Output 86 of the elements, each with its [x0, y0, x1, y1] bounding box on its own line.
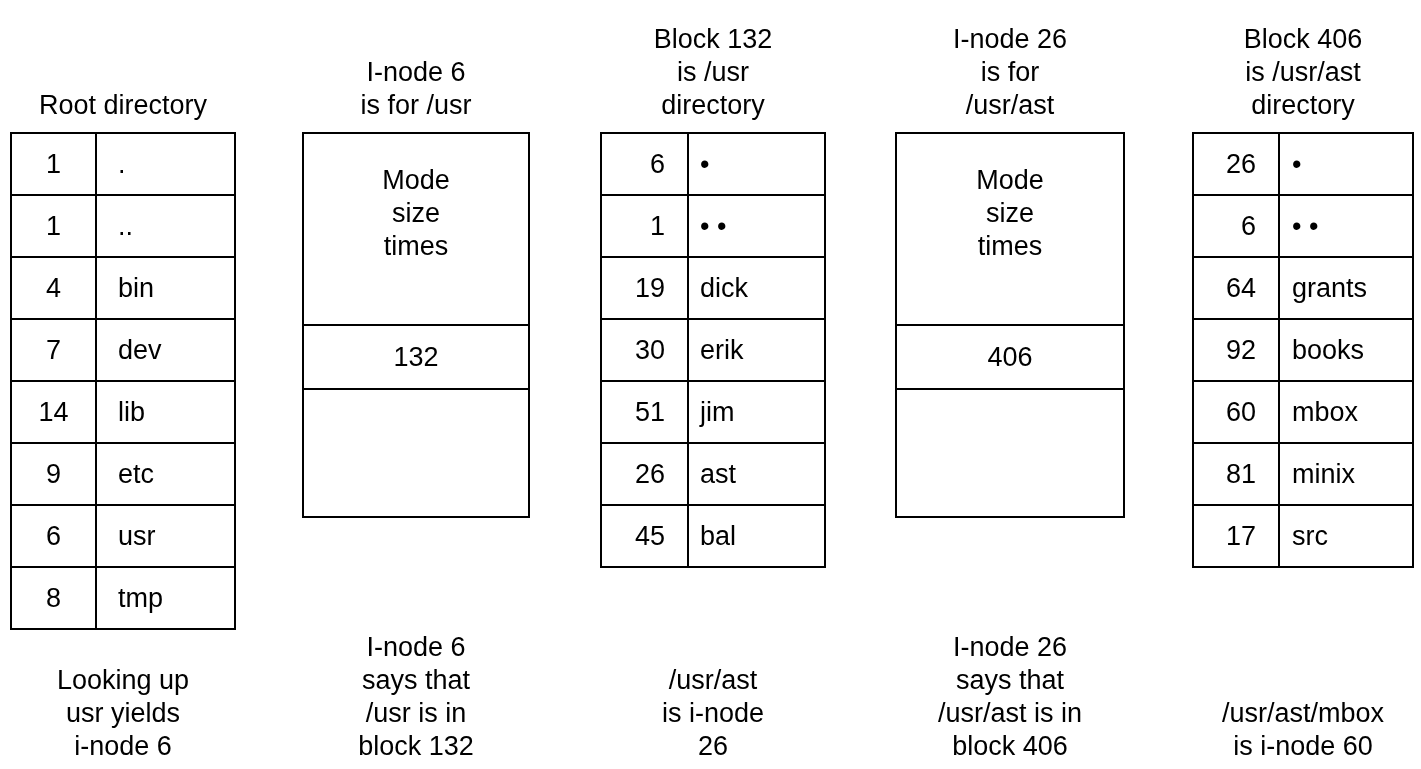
inode-field [895, 324, 1125, 390]
table-row [600, 132, 826, 196]
inode-number: 30 [634, 334, 665, 366]
table-row [600, 442, 826, 506]
table-row [1192, 380, 1414, 444]
inode-number: 26 [634, 458, 665, 490]
inode-number: 9 [46, 458, 61, 490]
file-name: • • [1292, 210, 1319, 242]
file-name: erik [700, 334, 744, 366]
inode-number: 17 [1225, 520, 1256, 552]
table-row [10, 504, 236, 568]
inode-number: 19 [634, 272, 665, 304]
file-name: .. [118, 210, 133, 242]
table-row [1192, 318, 1414, 382]
table-row [1192, 442, 1414, 506]
file-name: minix [1292, 458, 1355, 490]
inode-number: 26 [1225, 148, 1256, 180]
file-name: ast [700, 458, 737, 490]
inode-number: 6 [1240, 210, 1256, 242]
table-heading: Block 132 is /usr directory [652, 23, 774, 122]
inode-number: 60 [1225, 396, 1256, 428]
inode-field [895, 132, 1125, 326]
table-row [10, 380, 236, 444]
caption-text: I-node 6 says that /usr is in block 132 [357, 631, 475, 763]
table-row [10, 132, 236, 196]
inode-number: 6 [649, 148, 665, 180]
inode-number: 6 [46, 520, 61, 552]
table-row [1192, 504, 1414, 568]
table-row [600, 256, 826, 320]
file-name: lib [118, 396, 145, 428]
file-name: bal [700, 520, 737, 552]
inode-number: 8 [46, 582, 61, 614]
empty-block [895, 388, 1125, 518]
caption-text: I-node 26 says that /usr/ast is in block 406 [936, 631, 1084, 763]
table-row [600, 318, 826, 382]
file-name: . [118, 148, 126, 180]
file-name: bin [118, 272, 155, 304]
empty-block [302, 388, 530, 518]
table-heading: Root directory [38, 89, 208, 122]
table-row [10, 442, 236, 506]
file-name: books [1292, 334, 1365, 366]
inode-number: 92 [1225, 334, 1256, 366]
caption-text: /usr/ast is i-node 26 [660, 664, 766, 763]
field-text: Mode size times [975, 164, 1045, 263]
field-text: Mode size times [381, 164, 451, 263]
table-heading: I-node 6 is for /usr [359, 56, 473, 122]
file-name: dev [118, 334, 162, 366]
inode-number: 64 [1225, 272, 1256, 304]
file-name: etc [118, 458, 155, 490]
table-heading: Block 406 is /usr/ast directory [1242, 23, 1364, 122]
file-name: dick [700, 272, 748, 304]
inode-number: 45 [634, 520, 665, 552]
inode-number: 81 [1225, 458, 1256, 490]
file-name: jim [700, 396, 735, 428]
inode-number: 4 [46, 272, 61, 304]
inode-number: 7 [46, 334, 61, 366]
table-row [10, 318, 236, 382]
table-row [1192, 132, 1414, 196]
caption-text: /usr/ast/mbox is i-node 60 [1220, 697, 1386, 763]
table-row [10, 256, 236, 320]
file-name: mbox [1292, 396, 1359, 428]
table-row [600, 194, 826, 258]
inode-number: 1 [649, 210, 665, 242]
table-row [600, 380, 826, 444]
file-name: tmp [118, 582, 163, 614]
inode-field [302, 132, 530, 326]
file-name: usr [118, 520, 156, 552]
table-row [10, 566, 236, 630]
table-row [1192, 256, 1414, 320]
table-row [1192, 194, 1414, 258]
inode-number: 1 [46, 148, 61, 180]
inode-number: 51 [634, 396, 665, 428]
file-name: • [1292, 148, 1302, 180]
table-row [600, 504, 826, 568]
caption-text: Looking up usr yields i-node 6 [55, 664, 191, 763]
inode-number: 14 [38, 396, 69, 428]
file-name: grants [1292, 272, 1368, 304]
inode-field [302, 324, 530, 390]
inode-number: 1 [46, 210, 61, 242]
table-row [10, 194, 236, 258]
table-heading: I-node 26 is for /usr/ast [951, 23, 1069, 122]
file-name: • • [700, 210, 727, 242]
file-name: • [700, 148, 710, 180]
field-text: 132 [392, 340, 440, 374]
file-name: src [1292, 520, 1328, 552]
field-text: 406 [986, 340, 1034, 374]
